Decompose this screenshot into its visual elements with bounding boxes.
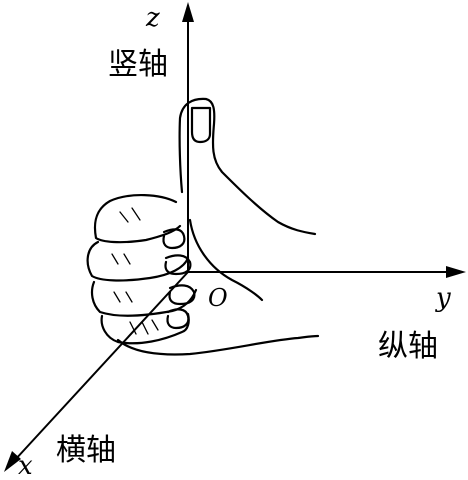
wrist-outline <box>116 334 320 356</box>
thumbnail <box>190 106 212 144</box>
crease-6 <box>125 291 133 303</box>
z-axis-arrowhead <box>182 2 194 22</box>
index-finger <box>93 193 182 244</box>
ring-finger <box>90 280 198 317</box>
crease-3 <box>111 253 119 265</box>
z-axis-letter: z <box>145 3 160 33</box>
x-axis-label: 横轴 <box>56 433 116 468</box>
middle-finger <box>86 240 190 282</box>
crease-1 <box>119 211 129 223</box>
y-axis-arrowhead <box>446 266 466 278</box>
x-axis-line <box>13 271 189 462</box>
ring-fingernail <box>168 284 196 306</box>
crease-5 <box>113 291 121 303</box>
y-axis-letter: y <box>435 283 451 313</box>
x-axis-arrowhead <box>4 451 21 472</box>
y-axis-label: 纵轴 <box>378 329 438 364</box>
y-axis <box>188 266 466 278</box>
x-axis-letter: x <box>18 451 33 480</box>
index-fingernail <box>162 228 186 250</box>
right-hand-thumbs-up <box>86 97 320 356</box>
origin-label: O <box>208 284 228 312</box>
middle-fingernail <box>164 254 192 276</box>
thumb-inner-edge <box>188 218 264 302</box>
knuckle-creases <box>111 207 159 335</box>
crease-7 <box>129 321 137 335</box>
crease-8 <box>141 321 149 335</box>
z-axis-label: 竖轴 <box>108 47 168 82</box>
z-axis <box>182 2 194 272</box>
crease-9 <box>151 319 159 331</box>
thumb-outline <box>178 97 317 236</box>
crease-4 <box>123 253 131 265</box>
x-axis <box>4 271 189 472</box>
little-finger <box>100 312 190 345</box>
crease-2 <box>131 207 141 221</box>
little-fingernail <box>166 308 190 330</box>
